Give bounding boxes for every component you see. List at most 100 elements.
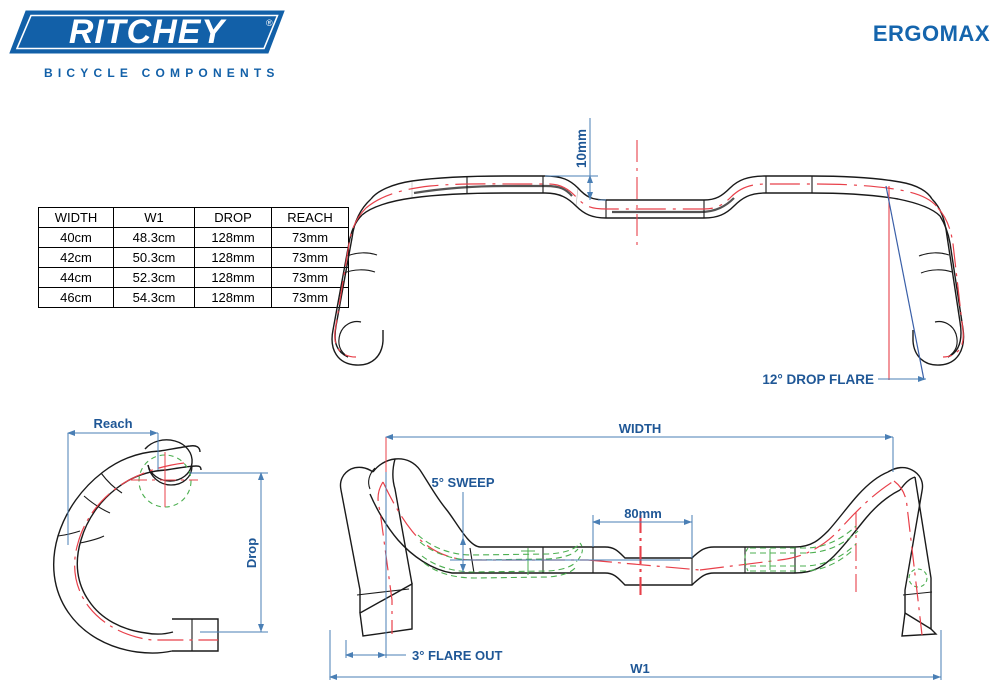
top-left-drop-ring	[356, 588, 410, 596]
cell-drop: 128mm	[194, 227, 272, 248]
drop-flare-dimension: 12° DROP FLARE	[762, 372, 926, 387]
top-center-front-edge	[543, 489, 901, 586]
brand-subtitle: BICYCLE COMPONENTS	[44, 66, 280, 80]
rise-dimension-label: 10mm	[574, 129, 589, 168]
top-center-centerline	[587, 559, 701, 571]
cell-width: 40cm	[38, 227, 114, 248]
table-row: 42cm 50.3cm 128mm 73mm	[38, 247, 349, 268]
front-bar-top-edge	[370, 175, 933, 201]
top-left-drop-outer	[339, 466, 374, 613]
flare-out-label: 3° FLARE OUT	[412, 648, 502, 663]
side-profile-view: Reach Drop	[53, 416, 268, 654]
front-centerline-bar	[365, 183, 939, 210]
cell-w1: 50.3cm	[113, 247, 195, 268]
ritchey-logo: RITCHEY ® BICYCLE COMPONENTS	[8, 8, 298, 86]
front-right-drop-ring	[918, 252, 950, 257]
cell-w1: 54.3cm	[113, 287, 195, 308]
drop-flare-angled-axis	[885, 185, 925, 381]
top-right-centerline	[699, 480, 895, 571]
cell-drop: 128mm	[194, 287, 272, 308]
front-right-drop-inner	[912, 215, 965, 366]
side-clamp-cap-lower	[147, 464, 193, 486]
front-centerline-right-drop	[937, 207, 964, 358]
drop-dimension: Drop	[190, 472, 268, 633]
spec-table: WIDTH W1 DROP REACH 40cm 48.3cm 128mm 73…	[38, 207, 349, 308]
cell-width: 44cm	[38, 267, 114, 288]
clamp-span-dimension: 80mm	[592, 506, 693, 558]
drop-flare-label: 12° DROP FLARE	[762, 372, 874, 387]
side-joint-ring	[83, 495, 111, 514]
ritchey-wordmark: RITCHEY	[69, 13, 228, 51]
top-left-drop-arc	[368, 467, 376, 490]
table-header-row: WIDTH W1 DROP REACH	[38, 207, 349, 228]
top-left-centerline	[382, 481, 588, 561]
ergonomic-contour-left	[417, 534, 583, 579]
reach-dimension: Reach	[67, 416, 159, 545]
drop-label: Drop	[244, 538, 259, 568]
top-left-drop-inner	[392, 458, 413, 585]
top-right-drop-end	[901, 612, 938, 637]
side-bottom-arm	[172, 618, 219, 652]
front-right-drop-ring	[920, 269, 953, 274]
front-left-drop-end-cap	[338, 320, 362, 358]
cell-reach: 73mm	[271, 287, 349, 308]
reach-label: Reach	[93, 416, 132, 431]
side-inner-profile	[76, 469, 174, 635]
top-right-drop-inner	[899, 476, 916, 491]
cell-w1: 48.3cm	[113, 227, 195, 248]
side-centerline	[74, 462, 218, 641]
column-header-reach: REACH	[271, 207, 349, 228]
top-section-line	[469, 547, 475, 574]
cell-reach: 73mm	[271, 227, 349, 248]
column-header-w1: W1	[113, 207, 195, 228]
front-left-drop-ring	[346, 252, 378, 257]
side-joint-ring	[100, 472, 123, 494]
top-right-drop-centerline	[893, 480, 923, 636]
front-right-drop-end-cap	[934, 320, 958, 358]
table-row: 44cm 52.3cm 128mm 73mm	[38, 267, 349, 288]
w1-label: W1	[630, 661, 650, 676]
top-right-drop-outer	[887, 466, 924, 613]
cell-w1: 52.3cm	[113, 267, 195, 288]
width-label: WIDTH	[619, 421, 662, 436]
side-clamp-cap	[144, 439, 193, 482]
w1-dimension: W1	[329, 630, 942, 680]
top-left-drop-centerline	[377, 481, 393, 634]
front-bar-shading	[411, 175, 579, 207]
cell-drop: 128mm	[194, 247, 272, 268]
cell-width: 46cm	[38, 287, 114, 308]
spec-table-container: WIDTH W1 DROP REACH 40cm 48.3cm 128mm 73…	[38, 207, 349, 308]
top-left-front-edge	[369, 493, 543, 574]
column-header-width: WIDTH	[38, 207, 114, 228]
front-bar-ridge-left	[413, 184, 573, 197]
top-right-drop-body	[904, 476, 932, 631]
side-outer-profile	[53, 450, 173, 654]
top-left-drop-end	[359, 582, 413, 637]
registered-mark: ®	[266, 18, 273, 28]
ergonomic-contour-right	[744, 525, 859, 572]
top-left-rear-edge	[372, 458, 543, 548]
cell-drop: 128mm	[194, 267, 272, 288]
side-joint-ring	[57, 530, 81, 537]
top-plan-view: WIDTH W1 80mm 5° SWE	[329, 421, 942, 680]
sweep-label: 5° SWEEP	[432, 475, 495, 490]
top-center-rear-edge	[543, 471, 889, 559]
table-row: 46cm 54.3cm 128mm 73mm	[38, 287, 349, 308]
side-top-arm-lower	[165, 465, 202, 471]
front-bar-bottom-edge	[361, 192, 941, 219]
cell-reach: 73mm	[271, 247, 349, 268]
cell-width: 42cm	[38, 247, 114, 268]
clamp-span-label: 80mm	[624, 506, 662, 521]
front-elevation-view: 10mm 12° DROP FLARE	[331, 118, 965, 387]
top-right-section-circle	[908, 568, 928, 588]
front-right-drop-outer	[931, 198, 962, 358]
top-right-drop-ring	[902, 591, 933, 596]
column-header-drop: DROP	[194, 207, 272, 228]
cell-reach: 73mm	[271, 267, 349, 288]
side-top-arm-upper	[159, 445, 201, 453]
clamp-section-circle	[138, 454, 192, 508]
width-dimension: WIDTH	[385, 421, 894, 472]
sweep-dimension: 5° SWEEP	[432, 475, 680, 572]
